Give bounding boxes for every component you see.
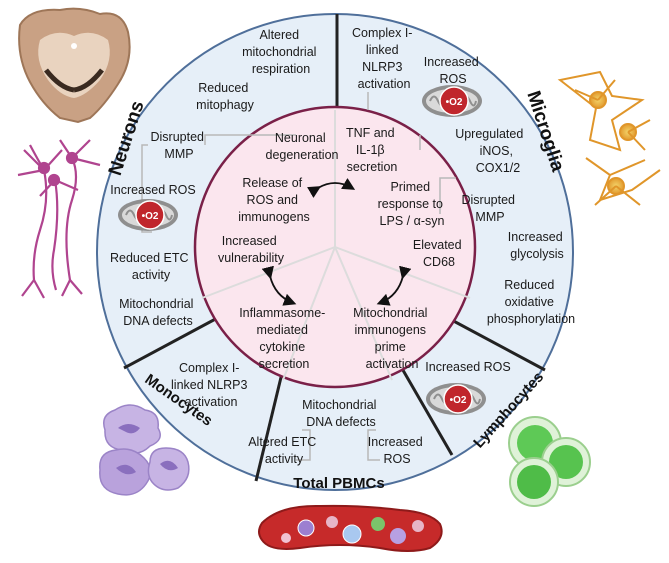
microglia-increased-glycolysis: Increased glycolysis [508,230,566,261]
svg-text:•O2: •O2 [142,211,159,222]
microglia-increased-ros: Increased ROS [424,55,482,86]
pbmc-increased-ros: Increased ROS [368,435,426,466]
svg-text:•O2: •O2 [446,97,463,108]
inner-release-ros: Release of ROS and immunogens [238,176,310,224]
monocytes-nlrp3: Complex I- linked NLRP3 activation [171,361,251,409]
neurons-reduced-etc: Reduced ETC activity [110,251,192,282]
blood-vessel-icon [258,504,443,552]
svg-text:•O2: •O2 [450,395,467,406]
inner-tnf-secretion: TNF and IL-1β secretion [346,126,398,174]
monocyte-icon [99,404,190,496]
mitochondria-icon: •O2 [118,199,178,231]
neurons-increased-ros: Increased ROS [110,183,195,197]
outer-connectors [141,92,456,461]
neurons-altered-respiration: Altered mitochondrial respiration [242,28,320,76]
microglia-upregulated-inos: Upregulated iNOS, COX1/2 [455,127,527,175]
mitochondria-icon: •O2 [422,85,482,117]
inner-primed-response: Primed response to LPS / α-syn [378,180,447,228]
inner-mito-immunogens: Mitochondrial immunogens prime activatio… [353,306,431,371]
neurons-reduced-mitophagy: Reduced mitophagy [196,81,254,112]
label-total-pbmcs: Total PBMCs [293,475,384,492]
double-arrows [261,178,412,306]
inner-elevated-cd68: Elevated CD68 [413,238,465,269]
inner-inflammasome: Inflammasome- mediated cytokine secretio… [239,306,329,371]
pbmc-dna-defects: Mitochondrial DNA defects [302,398,380,429]
microglia-disrupted-mmp: Disrupted MMP [462,193,519,224]
neurons-disrupted-mmp: Disrupted MMP [151,130,208,161]
mitochondria-icon: •O2 [426,383,486,415]
lymphocytes-increased-ros: Increased ROS [425,360,510,374]
brain-section-icon [18,7,131,124]
microglia-reduced-oxphos: Reduced oxidative phosphorylation [487,278,575,326]
inner-increased-vulnerability: Increased vulnerability [218,234,285,265]
lymphocyte-icon [508,416,591,507]
pbmc-altered-etc: Altered ETC activity [248,435,320,466]
inner-neuronal-degeneration: Neuronal degeneration [266,131,339,162]
microglia-nlrp3: Complex I- linked NLRP3 activation [352,26,416,91]
microglia-icon [557,70,661,206]
neuron-icon [17,139,101,299]
neurons-dna-defects: Mitochondrial DNA defects [119,297,197,328]
